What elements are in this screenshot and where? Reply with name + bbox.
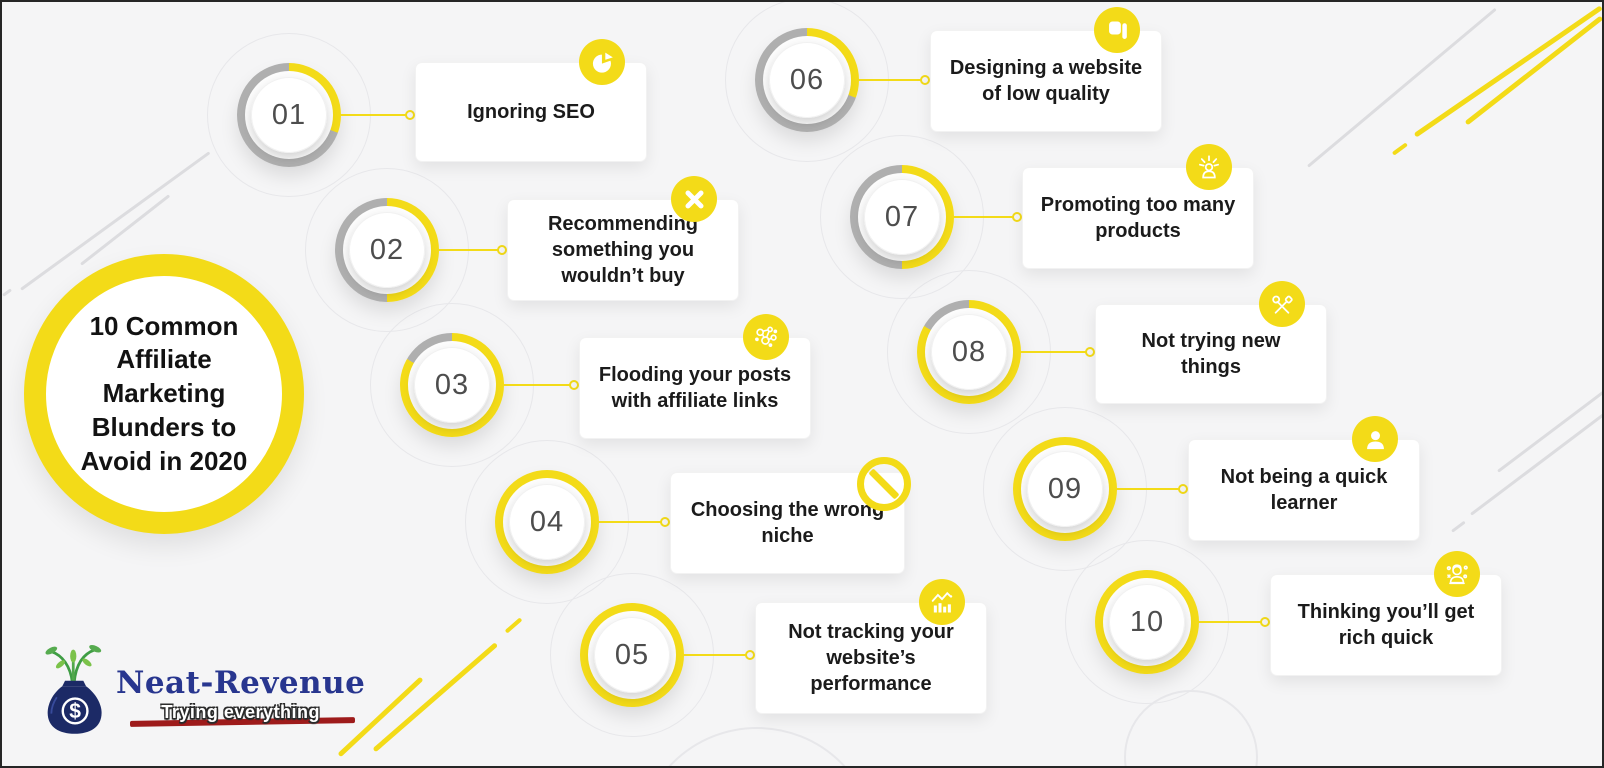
- item-number: 10: [1129, 605, 1165, 638]
- deco-line-gray: [1451, 520, 1466, 533]
- item-connector: [1019, 347, 1095, 357]
- item-number: 06: [789, 63, 825, 96]
- deco-line-gray: [1470, 413, 1602, 516]
- item-number: 01: [271, 98, 307, 131]
- connector-line: [437, 248, 499, 252]
- connector-dot: [1178, 484, 1188, 494]
- connector-line: [597, 520, 662, 524]
- deco-arc: [637, 727, 877, 766]
- item-number: 07: [884, 200, 920, 233]
- item-connector: [1197, 617, 1270, 627]
- item-number-circle: 06: [769, 42, 845, 118]
- connector-line: [339, 113, 407, 117]
- item-card: Not tracking your website’s performance: [755, 602, 987, 714]
- item-connector: [682, 650, 755, 660]
- item-number-circle: 04: [509, 484, 585, 560]
- title-circle: 10 Common Affiliate Marketing Blunders t…: [24, 254, 304, 534]
- item-number-circle: 01: [251, 77, 327, 153]
- connector-dot: [569, 380, 579, 390]
- item-connector: [952, 212, 1022, 222]
- item-connector: [597, 517, 670, 527]
- item-number-circle: 03: [414, 347, 490, 423]
- item-number-circle: 08: [931, 314, 1007, 390]
- connector-dot: [497, 245, 507, 255]
- connector-line: [857, 78, 922, 82]
- dollar-sign: $: [69, 700, 81, 723]
- item-connector: [857, 75, 930, 85]
- item-number: 05: [614, 638, 650, 671]
- connector-dot: [660, 517, 670, 527]
- item-label: Thinking you’ll get rich quick: [1297, 601, 1475, 649]
- connector-dot: [405, 110, 415, 120]
- brand-name: Neat-Revenue: [116, 665, 366, 701]
- connector-dot: [920, 75, 930, 85]
- tools-icon: [1259, 281, 1305, 327]
- item-label: Not tracking your website’s performance: [788, 621, 954, 695]
- connector-line: [1197, 620, 1262, 624]
- pie-chart-icon: [579, 39, 625, 85]
- deco-line: [504, 617, 523, 634]
- item-number: 03: [434, 368, 470, 401]
- no-sign-icon: [857, 457, 911, 511]
- deco-circle: [725, 2, 889, 162]
- item-label: Not being a quick learner: [1220, 466, 1388, 514]
- item-number-circle: 09: [1027, 451, 1103, 527]
- connector-line: [952, 215, 1014, 219]
- deco-line: [1464, 15, 1602, 126]
- connector-line: [502, 383, 571, 387]
- item-number: 09: [1047, 472, 1083, 505]
- money-bag-icon: $: [45, 645, 102, 734]
- item-connector: [502, 380, 579, 390]
- deco-line: [1413, 5, 1602, 138]
- item-card: Not being a quick learner: [1188, 439, 1420, 541]
- item-label: Choosing the wrong niche: [690, 499, 885, 547]
- item-number-circle: 07: [864, 179, 940, 255]
- brand-logo: $ Neat-Revenue Trying everything: [44, 642, 365, 736]
- thumbs-down-icon: [1094, 7, 1140, 53]
- rich-person-icon: [1434, 551, 1480, 597]
- item-number: 04: [529, 505, 565, 538]
- close-icon: [671, 176, 717, 222]
- connector-line: [1115, 487, 1180, 491]
- item-card: Flooding your posts with affiliate links: [579, 337, 811, 439]
- item-number-circle: 02: [349, 212, 425, 288]
- item-number-circle: 05: [594, 617, 670, 693]
- connector-dot: [1085, 347, 1095, 357]
- person-idea-icon: [1186, 144, 1232, 190]
- deco-line: [1391, 142, 1408, 156]
- item-label: Not trying new things: [1141, 330, 1281, 378]
- item-label: Designing a website of low quality: [949, 57, 1143, 105]
- deco-line-gray: [2, 288, 12, 297]
- connector-dot: [1260, 617, 1270, 627]
- item-number: 08: [951, 335, 987, 368]
- analytics-icon: [919, 579, 965, 625]
- item-label: Recommending something you wouldn’t buy: [547, 213, 699, 287]
- connector-dot: [1012, 212, 1022, 222]
- affiliate-links-icon: [743, 314, 789, 360]
- brand-tagline-wrap: Trying everything: [116, 702, 365, 727]
- item-label: Promoting too many products: [1040, 194, 1236, 242]
- item-label: Ignoring SEO: [467, 101, 595, 123]
- item-connector: [339, 110, 415, 120]
- connector-line: [682, 653, 747, 657]
- item-connector: [437, 245, 507, 255]
- item-number: 02: [369, 233, 405, 266]
- item-number-circle: 10: [1109, 584, 1185, 660]
- brand-tagline: Trying everything: [161, 702, 320, 722]
- infographic-title: 10 Common Affiliate Marketing Blunders t…: [80, 310, 248, 476]
- connector-dot: [745, 650, 755, 660]
- item-connector: [1115, 484, 1188, 494]
- item-label: Flooding your posts with affiliate links: [598, 364, 792, 412]
- person-icon: [1352, 416, 1398, 462]
- deco-line: [372, 642, 498, 752]
- connector-line: [1019, 350, 1087, 354]
